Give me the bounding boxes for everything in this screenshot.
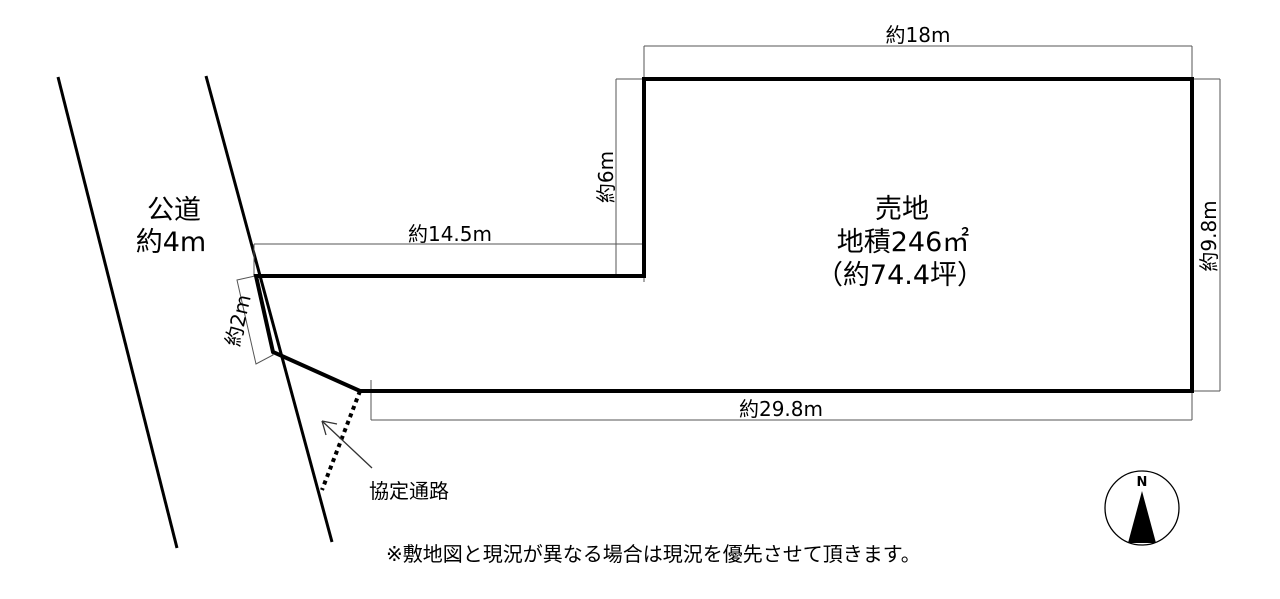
dimension-bottom-label: 約29.8m [739,397,823,421]
road-width-label: 約4m [136,227,206,258]
dimension-right-label: 約9.8m [1197,200,1221,271]
dimension-middle-label: 約14.5m [408,222,492,246]
access-road-dotted-line [320,390,362,491]
compass-circle [1104,470,1180,546]
dimension-top-label: 約18m [886,23,951,47]
compass-needle-icon [1128,491,1156,543]
road-edge-right [204,75,334,543]
lot-area-tsubo-label: （約74.4坪） [816,260,984,291]
dimension-left-step-label: 約6m [594,151,618,203]
public-road [56,75,334,549]
lot-boundary [253,77,1194,393]
lot-title-label: 売地 [875,194,929,225]
compass-north-label: N [1137,475,1148,490]
road-edge-left [56,76,179,549]
access-road-arrow [321,420,373,469]
north-compass: N [1104,470,1180,546]
road-name-label: 公道 [147,195,201,226]
lot-area-label: 地積246㎡ [837,227,970,258]
disclaimer-note: ※敷地図と現況が異なる場合は現況を優先させて頂きます。 [386,542,921,566]
dimension-guides [236,45,1221,421]
access-road-label: 協定通路 [369,479,449,503]
